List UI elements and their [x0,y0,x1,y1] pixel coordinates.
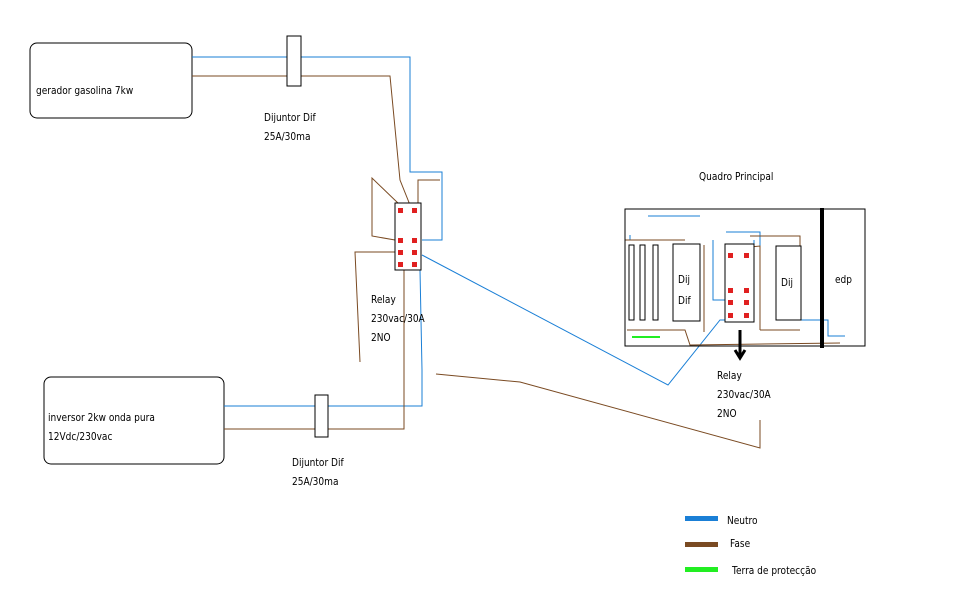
generator-box [29,42,193,119]
neutral-wires [192,56,845,407]
relay-left-label-line2: 230vac/30A [371,312,425,325]
phase-wires [192,75,841,449]
relay-coil-arrow [733,330,747,361]
dij-module [775,245,802,321]
generator-label: gerador gasolina 7kw [36,84,134,97]
breaker-bottom [314,394,329,438]
relay-left [394,202,422,271]
busbars [628,244,659,321]
edp-label: edp [835,273,853,286]
inverter-label-line2: 12Vdc/230vac [48,430,113,443]
main-panel [624,208,866,347]
dij-dif-label-line1: Dij [678,273,690,286]
dij-dif-module [672,243,701,322]
relay-right-label-line3: 2NO [717,407,737,420]
dij-dif-label-line2: Dif [678,294,691,307]
legend-neutro-label: Neutro [727,514,758,527]
inverter-box [43,376,225,465]
legend-fase-swatch [685,542,718,547]
breaker-top-label-line1: Dijuntor Dif [264,111,316,124]
breaker-bottom-label-line2: 25A/30ma [292,475,339,488]
breaker-top [286,35,302,87]
legend-terra-swatch [685,567,718,572]
legend-neutro-swatch [685,516,718,521]
legend-fase-label: Fase [730,537,751,550]
relay-left-label-line3: 2NO [371,331,391,344]
relay-right-label-line2: 230vac/30A [717,388,771,401]
legend-terra-label: Terra de protecção [732,564,817,577]
dij-label: Dij [781,276,793,289]
breaker-bottom-label-line1: Dijuntor Dif [292,456,344,469]
relay-left-label-line1: Relay [371,293,396,306]
inverter-label-line1: inversor 2kw onda pura [48,411,155,424]
relay-right-label-line1: Relay [717,369,742,382]
main-panel-title: Quadro Principal [699,170,774,183]
relay-right [724,243,755,323]
breaker-top-label-line2: 25A/30ma [264,130,311,143]
